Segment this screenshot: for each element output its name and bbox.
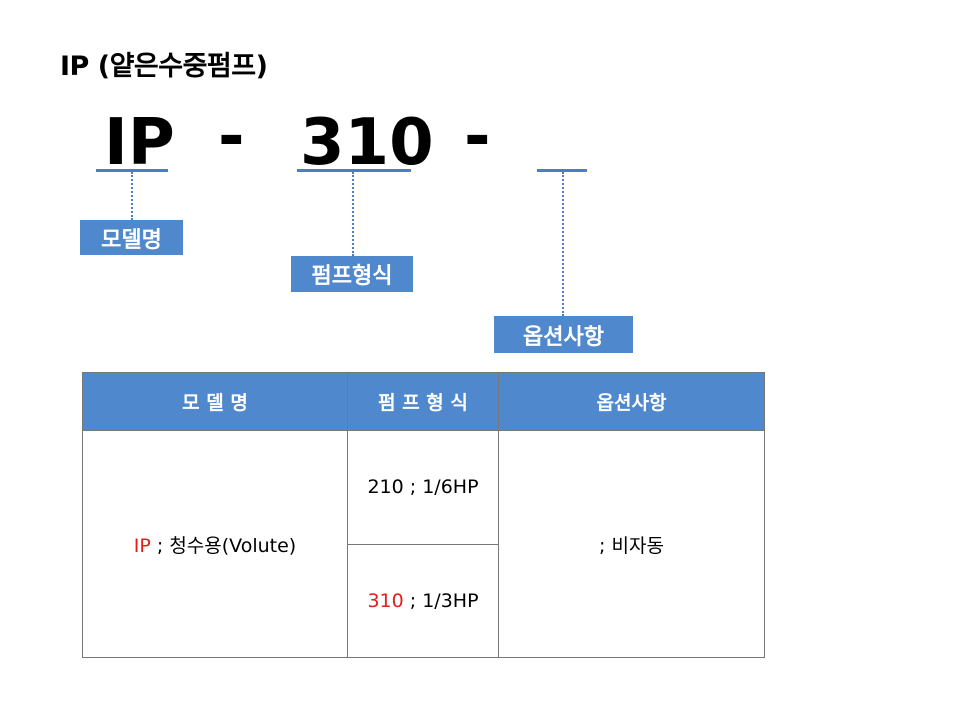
model-cell: IP ; 청수용(Volute) xyxy=(82,430,348,658)
option-connector xyxy=(562,172,564,316)
table-row: 310 ; 1/3HP xyxy=(83,543,765,658)
model-connector xyxy=(131,172,133,220)
model-label: 모델명 xyxy=(80,220,183,255)
model-underline xyxy=(96,169,168,172)
table-header-row: 모 델 명 펌 프 형 식 옵션사항 xyxy=(82,372,765,431)
spec-table: 모 델 명 펌 프 형 식 옵션사항 IP ; 청수용(Volute) 210 … xyxy=(82,372,765,658)
option-cell: ; 비자동 xyxy=(498,430,765,658)
pump-code: 310 xyxy=(367,589,404,612)
pump-type-label: 펌프형식 xyxy=(291,256,413,292)
model-code: IP xyxy=(133,534,151,557)
pump-underline xyxy=(297,169,411,172)
model-desc: ; 청수용(Volute) xyxy=(150,534,297,557)
option-underline xyxy=(537,169,587,172)
pump-row-310: 310 ; 1/3HP xyxy=(347,543,499,658)
pump-desc: ; 1/3HP xyxy=(403,589,479,612)
pump-connector xyxy=(352,172,354,256)
pump-desc: ; 1/6HP xyxy=(403,476,479,499)
options-label: 옵션사항 xyxy=(494,316,633,353)
pump-row-210: 210 ; 1/6HP xyxy=(347,430,499,545)
code-dash: - xyxy=(218,100,245,174)
page-title: IP (얕은수중펌프) xyxy=(60,51,268,82)
header-model: 모 델 명 xyxy=(82,372,348,431)
code-model: IP xyxy=(104,106,175,180)
header-options: 옵션사항 xyxy=(498,372,765,431)
code-pump: 310 xyxy=(300,106,434,180)
header-pump-type: 펌 프 형 식 xyxy=(347,372,499,431)
pump-code: 210 xyxy=(367,476,404,499)
table-row: IP ; 청수용(Volute) 210 ; 1/6HP ; 비자동 xyxy=(82,430,765,658)
code-dash: - xyxy=(464,100,491,174)
